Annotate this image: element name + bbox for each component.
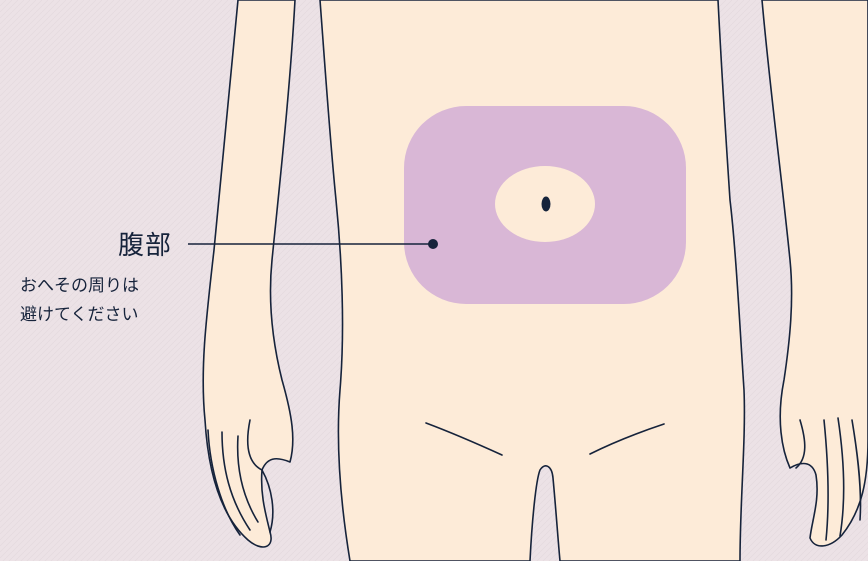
- note-line-1: おへその周りは: [20, 272, 139, 301]
- navel-avoidance-note: おへその周りは 避けてください: [20, 272, 139, 330]
- callout-marker-dot: [428, 239, 438, 249]
- navel: [542, 197, 551, 212]
- abdomen-label: 腹部: [118, 225, 172, 262]
- note-line-2: 避けてください: [20, 301, 139, 330]
